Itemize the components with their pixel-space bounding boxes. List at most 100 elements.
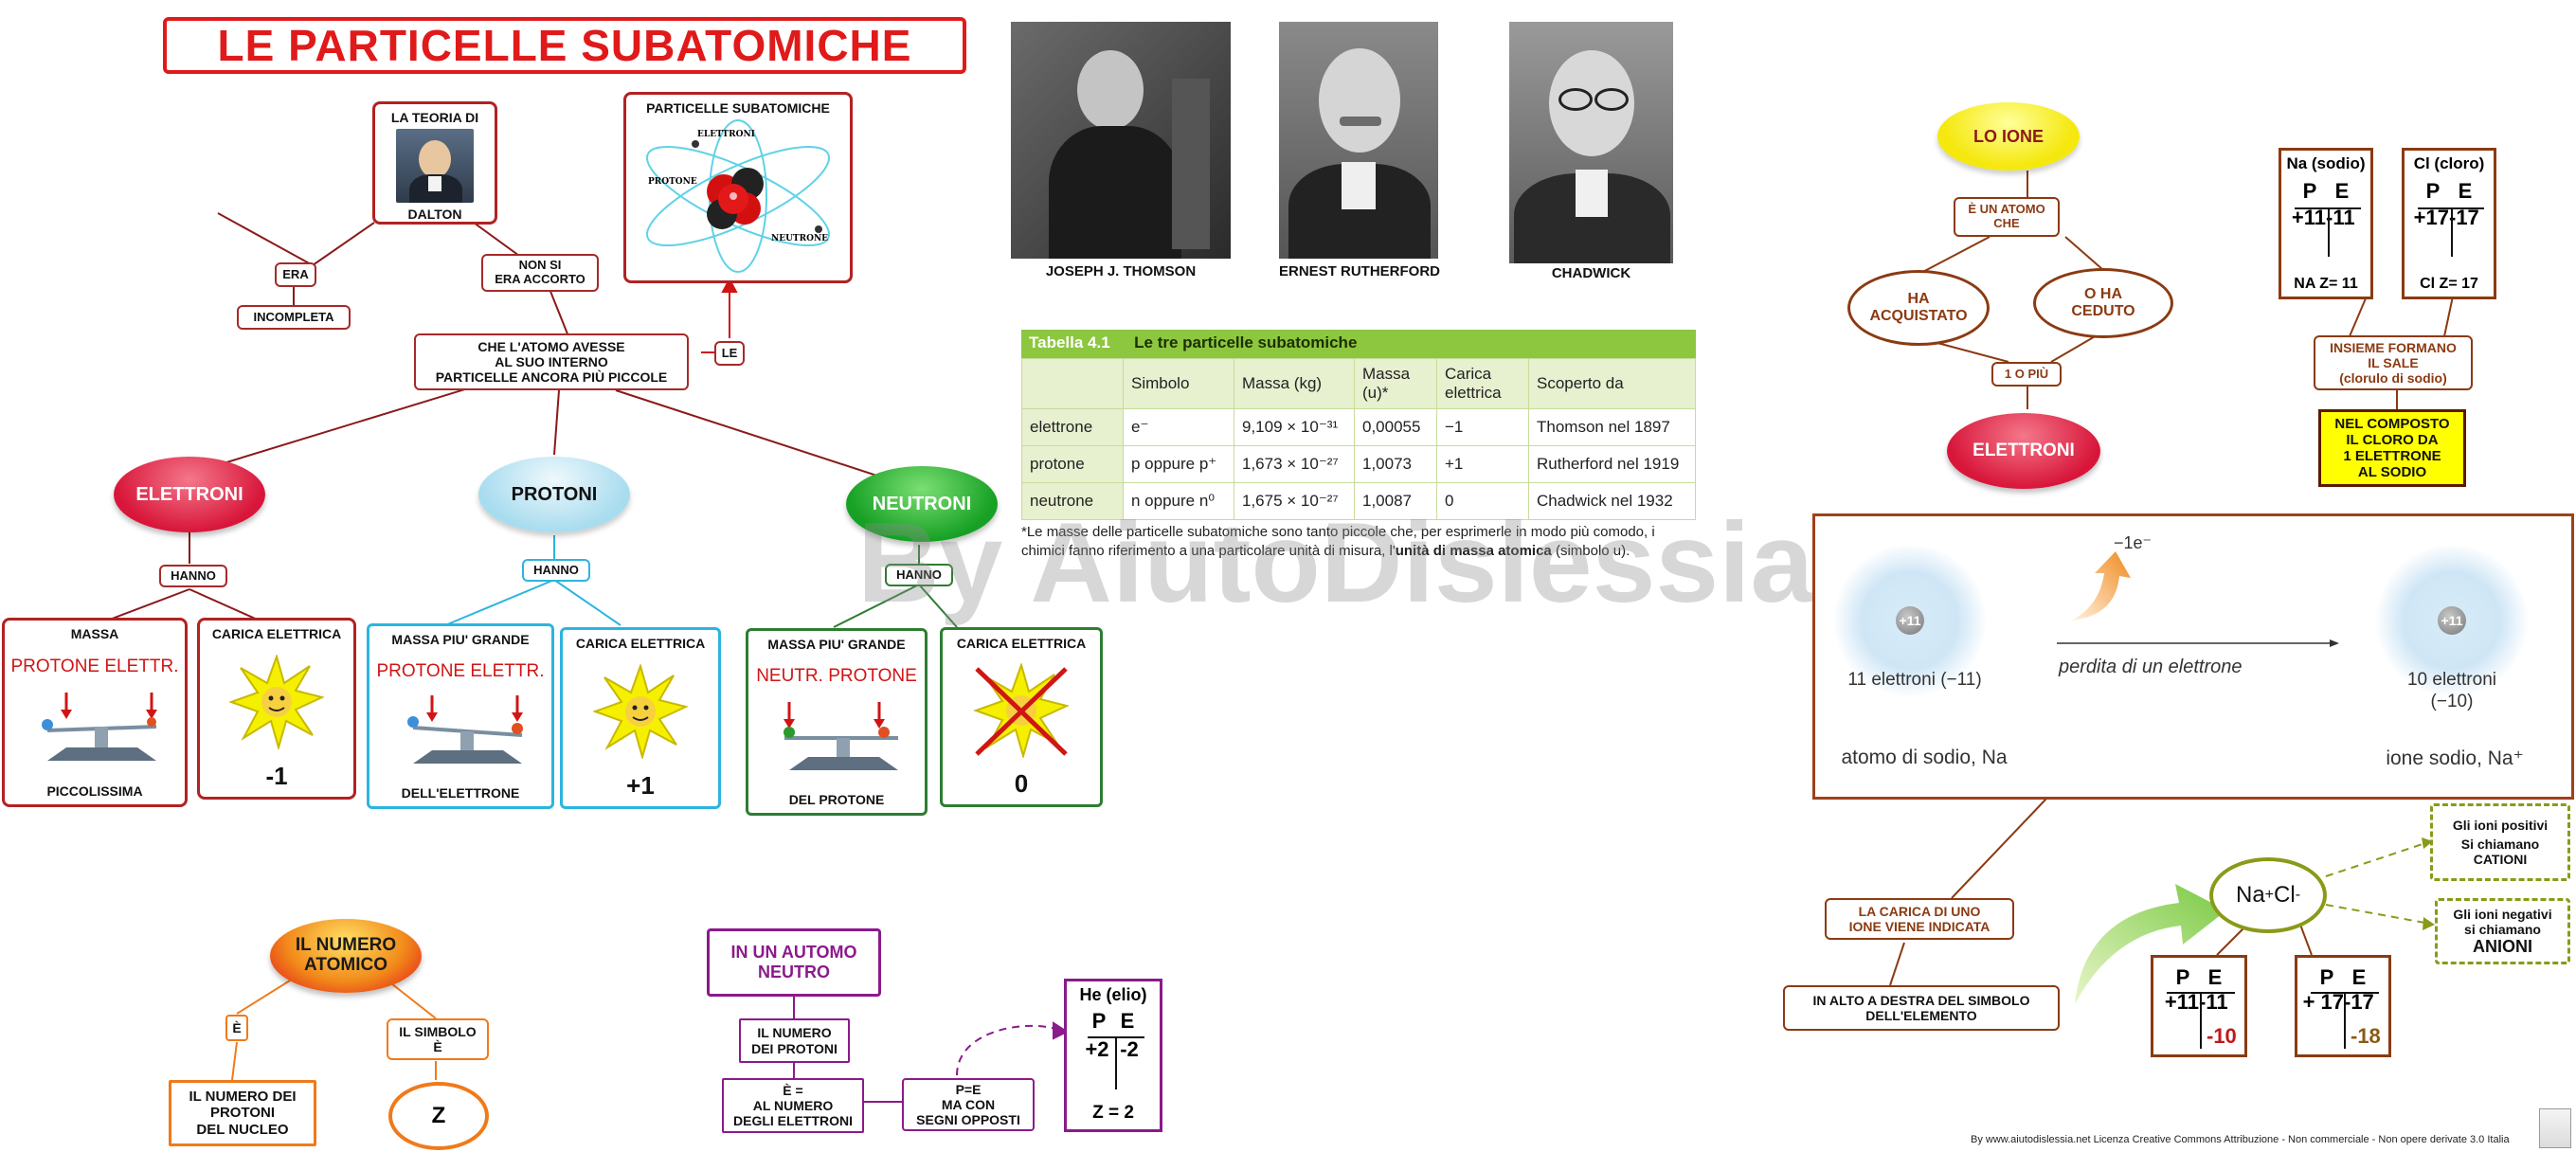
he-z: Z = 2 [1092, 1103, 1134, 1123]
numero-protoni-box: IL NUMERO DEI PROTONI [739, 1018, 850, 1063]
elettroni-node: ELETTRONI [114, 457, 265, 532]
sale-line-3: (clorulo di sodio) [2339, 370, 2447, 387]
uguale-box: È = AL NUMERO DEGLI ELETTRONI [722, 1078, 864, 1133]
in-alto-line-2: DELL'ELEMENTO [1865, 1008, 1977, 1023]
simbolo-line-1: IL SIMBOLO [399, 1023, 477, 1039]
hanno-elettroni: HANNO [159, 565, 227, 587]
cl-e-head: E [2458, 179, 2473, 203]
table-header-row: Simbolo Massa (kg) Massa (u)* Carica ele… [1021, 358, 1696, 409]
massa-compare: PROTONE ELETTR. [376, 660, 545, 681]
carica-indicata-line-1: LA CARICA DI UNO [1858, 903, 1981, 919]
thomson-photo [1011, 22, 1231, 259]
ione-node: LO IONE [1937, 102, 2080, 171]
ione-def-line-2: CHE [1993, 216, 2020, 230]
anioni-line-3: ANIONI [2473, 936, 2532, 956]
spark-icon [593, 664, 688, 760]
table-cell: Rutherford nel 1919 [1528, 445, 1696, 483]
na-card: Na (sodio) P E +11 -11 NA Z= 11 [2279, 148, 2373, 299]
carica-value: 0 [1014, 769, 1029, 799]
cl-ion-values: + 17 -17 [2297, 990, 2388, 1015]
particles-table: Simbolo Massa (kg) Massa (u)* Carica ele… [1021, 358, 1696, 520]
protoni-label: PROTONI [511, 483, 598, 505]
neutroni-label: NEUTRONI [872, 493, 972, 514]
na-p-value: +11 [2291, 206, 2326, 229]
na-p-head: P [2302, 179, 2317, 203]
table-note-text: *Le masse delle particelle subatomiche s… [1021, 524, 1655, 559]
numero-protoni-line-1: IL NUMERO [757, 1025, 832, 1041]
elettroni-label: ELETTRONI [135, 483, 243, 505]
pe-opposti-line-2: MA CON [941, 1096, 996, 1112]
perdita-arrow [2057, 639, 2339, 647]
green-curved-arrow [2075, 884, 2226, 1004]
na-ion-e-head: E [2207, 965, 2223, 989]
composto-box: NEL COMPOSTO IL CLORO DA 1 ELETTRONE AL … [2318, 409, 2466, 487]
na-ion-e1-value: -11 [2199, 990, 2228, 1014]
rutherford-photo [1279, 22, 1438, 259]
pe-opposti-line-1: P=E [955, 1081, 982, 1097]
carica-title: CARICA ELETTRICA [956, 636, 1087, 651]
table-header-cell: Massa (kg) [1234, 358, 1355, 409]
atom-model-image: ELETTRONI PROTONE NEUTRONE [645, 119, 831, 274]
he-values: +2 -2 [1067, 1037, 1160, 1062]
table-cell: p oppure p⁺ [1123, 445, 1234, 483]
table-note-end: (simbolo u). [1551, 542, 1630, 559]
table-header-bar: Tabella 4.1 Le tre particelle subatomich… [1021, 330, 1696, 358]
nacl-na: Na [2235, 882, 2265, 908]
incompleta-box: INCOMPLETA [237, 305, 351, 330]
hanno-protoni: HANNO [522, 559, 590, 582]
uguale-line-3: DEGLI ELETTRONI [733, 1113, 853, 1129]
label-protone: PROTONE [648, 177, 697, 187]
cationi-line-3: CATIONI [2473, 852, 2528, 868]
cl-ion-pe-header: P E [2297, 965, 2388, 990]
acquistato-line-2: ACQUISTATO [1869, 308, 1968, 324]
table-cell: 0 [1436, 482, 1529, 520]
elettroni-carica-box: CARICA ELETTRICA -1 [197, 618, 356, 800]
z-label: Z [431, 1103, 446, 1128]
era-box: ERA [275, 262, 316, 287]
composto-line-4: AL SODIO [2357, 464, 2427, 481]
table-cell: 1,675 × 10⁻²⁷ [1234, 482, 1355, 520]
table-note-bold: unità di massa atomica [1395, 542, 1552, 559]
ceduto-line-1: O HA [2084, 286, 2122, 303]
balance-scale-icon [784, 701, 898, 770]
spark-icon [229, 655, 324, 750]
nacl-cl: Cl [2274, 882, 2296, 908]
dalton-name: DALTON [407, 206, 462, 222]
he-p-value: +2 [1085, 1037, 1109, 1061]
numero-protoni-line-2: DEI PROTONI [751, 1040, 838, 1056]
massa-title: MASSA PIU' GRANDE [391, 632, 530, 647]
anioni-box: Gli ioni negativi si chiamano ANIONI [2435, 898, 2570, 964]
he-card: He (elio) P E +2 -2 Z = 2 [1064, 979, 1162, 1132]
pe-opposti-box: P=E MA CON SEGNI OPPOSTI [902, 1078, 1035, 1131]
composto-line-3: 1 ELETTRONE [2343, 448, 2441, 464]
label-elettroni: ELETTRONI [697, 130, 755, 139]
protoni-massa-box: MASSA PIU' GRANDE PROTONE ELETTR. DELL'E… [367, 623, 554, 809]
numero-def-line-1: IL NUMERO DEI [189, 1089, 297, 1106]
le-box: LE [714, 341, 745, 366]
cationi-box: Gli ioni positivi Si chiamano CATIONI [2430, 803, 2570, 881]
table-header-cell: Scoperto da [1528, 358, 1696, 409]
neutroni-node: NEUTRONI [846, 466, 998, 542]
sodium-right-count: 10 elettroni (−10) [2381, 670, 2523, 713]
numero-atomico-line-2: ATOMICO [304, 955, 387, 975]
uguale-line-2: AL NUMERO [752, 1097, 834, 1113]
thomson-caption: JOSEPH J. THOMSON [1045, 263, 1197, 279]
particelle-box-title: PARTICELLE SUBATOMICHE [646, 100, 830, 116]
uguale-line-1: È = [783, 1082, 803, 1098]
che-atomo-box: CHE L'ATOMO AVESSE AL SUO INTERNO PARTIC… [414, 333, 689, 390]
e-box: È [225, 1015, 248, 1041]
table-cell: 1,673 × 10⁻²⁷ [1234, 445, 1355, 483]
che-atomo-line-3: PARTICELLE ANCORA PIÙ PICCOLE [435, 369, 668, 386]
neutroni-carica-box: CARICA ELETTRICA 0 [940, 627, 1103, 807]
carica-indicata-line-2: IONE VIENE INDICATA [1848, 919, 1991, 934]
table-label: Tabella 4.1 [1029, 333, 1110, 351]
non-si-line-2: ERA ACCORTO [495, 272, 585, 286]
e-label: È [232, 1019, 242, 1035]
crossed-spark-icon [973, 663, 1070, 759]
cl-ion-e1-value: -17 [2344, 990, 2374, 1014]
table-4-1: Tabella 4.1 Le tre particelle subatomich… [1021, 330, 1696, 520]
cl-ion-card: P E + 17 -17 -18 [2295, 955, 2391, 1057]
he-p-head: P [1091, 1009, 1107, 1033]
numero-atomico-node: IL NUMERO ATOMICO [270, 919, 422, 993]
